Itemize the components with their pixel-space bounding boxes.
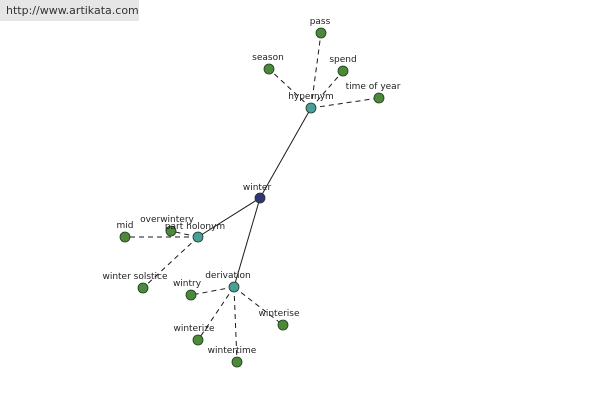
edge-hypernym-time-of-year bbox=[310, 97, 380, 109]
label-term-overwintery: overwintery bbox=[140, 215, 194, 225]
label-term-pass: pass bbox=[310, 17, 331, 27]
label-term-wintertime: wintertime bbox=[208, 346, 257, 356]
label-term-winter-solstice: winter solstice bbox=[102, 272, 168, 282]
edge-derivation-wintertime bbox=[233, 286, 238, 363]
node-root bbox=[254, 192, 266, 204]
node-term-wintry bbox=[185, 289, 197, 301]
label-relation-hypernym: hypernym bbox=[288, 92, 334, 102]
edge-derivation-wintry bbox=[190, 286, 235, 296]
label-relation-derivation: derivation bbox=[205, 271, 251, 281]
label-term-season: season bbox=[252, 53, 284, 63]
node-term-mid bbox=[119, 231, 131, 243]
node-term-wintertime bbox=[231, 356, 243, 368]
node-term-pass bbox=[315, 27, 327, 39]
edge-hypernym-season bbox=[268, 68, 312, 109]
label-term-winterise: winterise bbox=[258, 309, 300, 319]
edge-hypernym-pass bbox=[310, 32, 322, 109]
node-term-winter-solstice bbox=[137, 282, 149, 294]
node-relation-part-holonym bbox=[192, 231, 204, 243]
edge-derivation-winterise bbox=[233, 286, 284, 326]
label-root: winter bbox=[243, 183, 272, 193]
url-banner[interactable]: http://www.artikata.com bbox=[0, 0, 139, 21]
label-term-time-of-year: time of year bbox=[346, 82, 401, 92]
node-relation-hypernym bbox=[305, 102, 317, 114]
edge-winter-part-holonym bbox=[197, 197, 261, 238]
edge-hypernym-spend bbox=[310, 70, 344, 109]
node-relation-derivation bbox=[228, 281, 240, 293]
label-term-winterize: winterize bbox=[173, 324, 215, 334]
label-term-wintry: wintry bbox=[173, 279, 202, 289]
node-term-season bbox=[263, 63, 275, 75]
label-relation-part-holonym: part holonym bbox=[165, 222, 225, 232]
label-term-mid: mid bbox=[117, 221, 134, 231]
node-term-winterize bbox=[192, 334, 204, 346]
node-term-spend bbox=[337, 65, 349, 77]
edge-winter-hypernym bbox=[259, 107, 312, 199]
label-term-spend: spend bbox=[329, 55, 356, 65]
node-term-winterise bbox=[277, 319, 289, 331]
edge-derivation-winterize bbox=[197, 286, 235, 341]
node-term-time-of-year bbox=[373, 92, 385, 104]
edge-winter-derivation bbox=[233, 197, 261, 288]
edge-part-holonym-winter-solstice bbox=[142, 236, 199, 289]
node-term-overwintery bbox=[165, 225, 177, 237]
